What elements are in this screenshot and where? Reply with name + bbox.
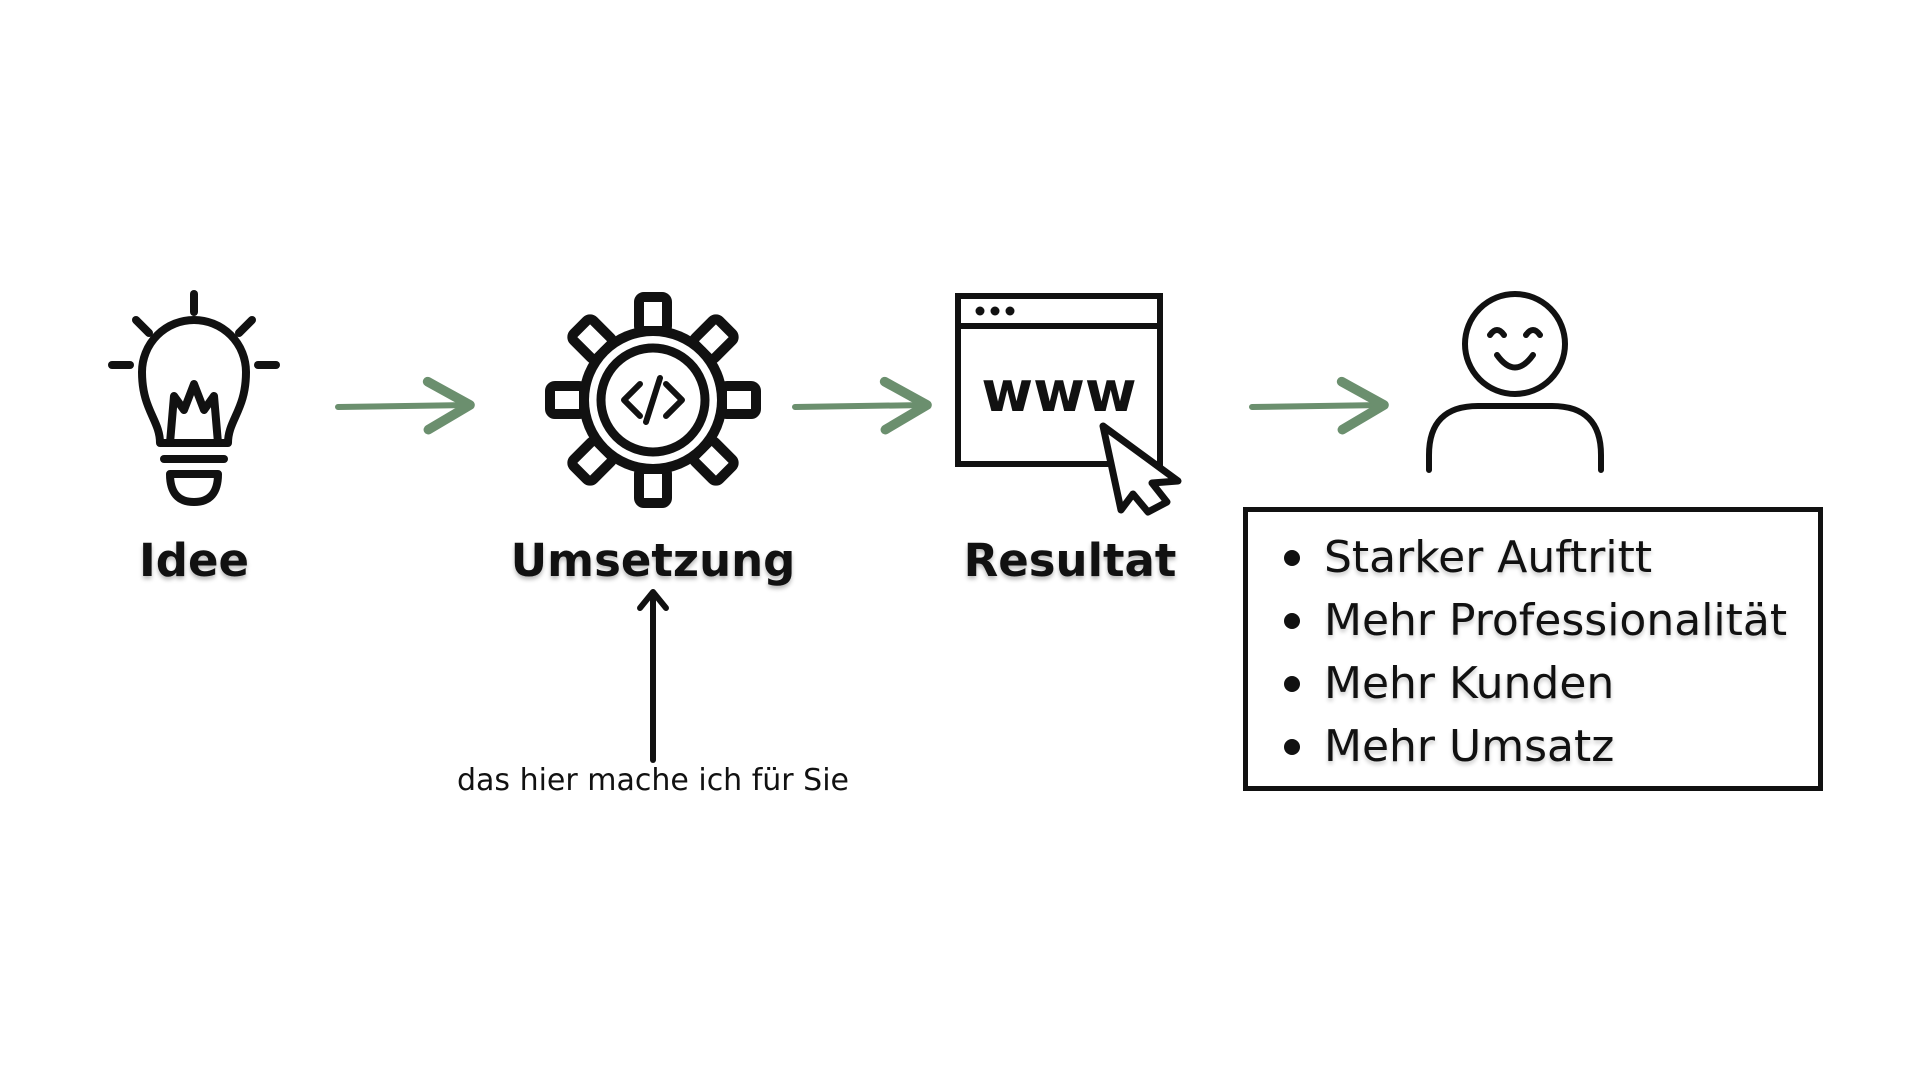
step-label-resultat: Resultat [963, 534, 1177, 587]
annotation-arrow [637, 589, 669, 763]
benefit-text: Starker Auftritt [1324, 532, 1653, 583]
benefit-text: Mehr Kunden [1324, 658, 1615, 709]
step-label-idee: Idee [139, 534, 249, 587]
happy-person-icon [1426, 291, 1604, 473]
www-text: www [981, 360, 1136, 425]
benefits-box: Starker Auftritt Mehr Professionalität M… [1243, 507, 1823, 791]
benefit-text: Mehr Umsatz [1324, 721, 1615, 772]
window-dot-icon [990, 306, 1000, 316]
bullet-icon [1284, 613, 1300, 629]
annotation-text: das hier mache ich für Sie [456, 763, 850, 798]
window-dot-icon [975, 306, 985, 316]
gear-code-icon [545, 292, 761, 508]
flow-arrow [335, 376, 475, 435]
bullet-icon [1284, 676, 1300, 692]
step-label-umsetzung: Umsetzung [510, 534, 796, 587]
flow-arrow [792, 376, 932, 435]
benefit-text: Mehr Professionalität [1324, 595, 1788, 646]
bullet-icon [1284, 739, 1300, 755]
lightbulb-icon [108, 290, 280, 506]
flow-arrow [1249, 376, 1389, 435]
list-item: Mehr Kunden [1248, 652, 1818, 715]
window-dot-icon [1005, 306, 1015, 316]
cursor-icon [1099, 422, 1182, 516]
list-item: Mehr Professionalität [1248, 589, 1818, 652]
browser-www-icon: www [955, 293, 1182, 516]
list-item: Mehr Umsatz [1248, 715, 1818, 778]
list-item: Starker Auftritt [1248, 526, 1818, 589]
bullet-icon [1284, 550, 1300, 566]
benefits-list: Starker Auftritt Mehr Professionalität M… [1248, 512, 1818, 778]
